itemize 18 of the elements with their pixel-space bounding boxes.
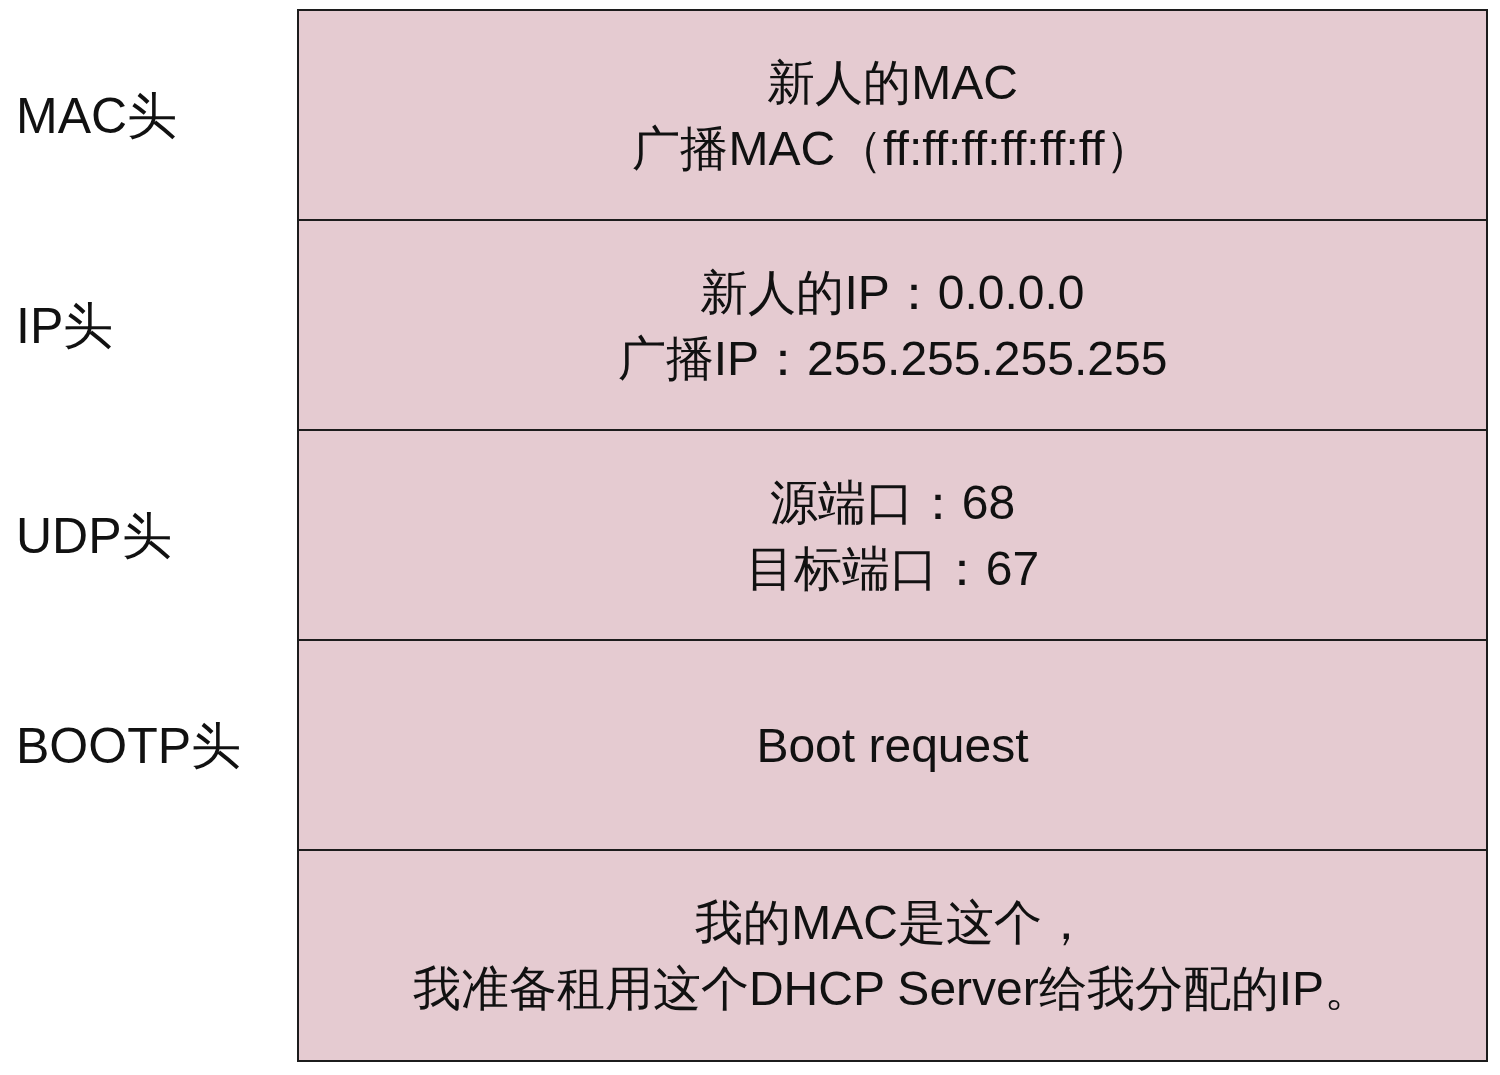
packet-field-box (297, 639, 1488, 852)
packet-field-box (297, 429, 1488, 642)
layer-label: IP头 (16, 296, 114, 356)
field-text: 源端口：68 (769, 474, 1016, 531)
packet-field-box (297, 849, 1488, 1062)
field-text: Boot request (756, 717, 1029, 774)
layer-label: UDP头 (16, 506, 172, 566)
layer-label: MAC头 (16, 86, 178, 146)
field-text: 目标端口：67 (745, 540, 1040, 597)
field-text: 广播IP：255.255.255.255 (617, 330, 1168, 387)
field-text: 广播MAC（ff:ff:ff:ff:ff:ff） (632, 120, 1153, 177)
layer-label: BOOTP头 (16, 716, 242, 776)
packet-field-box (297, 9, 1488, 222)
field-text: 我的MAC是这个， (695, 894, 1090, 951)
field-text: 我准备租用这个DHCP Server给我分配的IP。 (412, 960, 1373, 1017)
field-text: 新人的IP：0.0.0.0 (700, 264, 1085, 321)
packet-field-box (297, 219, 1488, 432)
field-text: 新人的MAC (767, 54, 1018, 111)
